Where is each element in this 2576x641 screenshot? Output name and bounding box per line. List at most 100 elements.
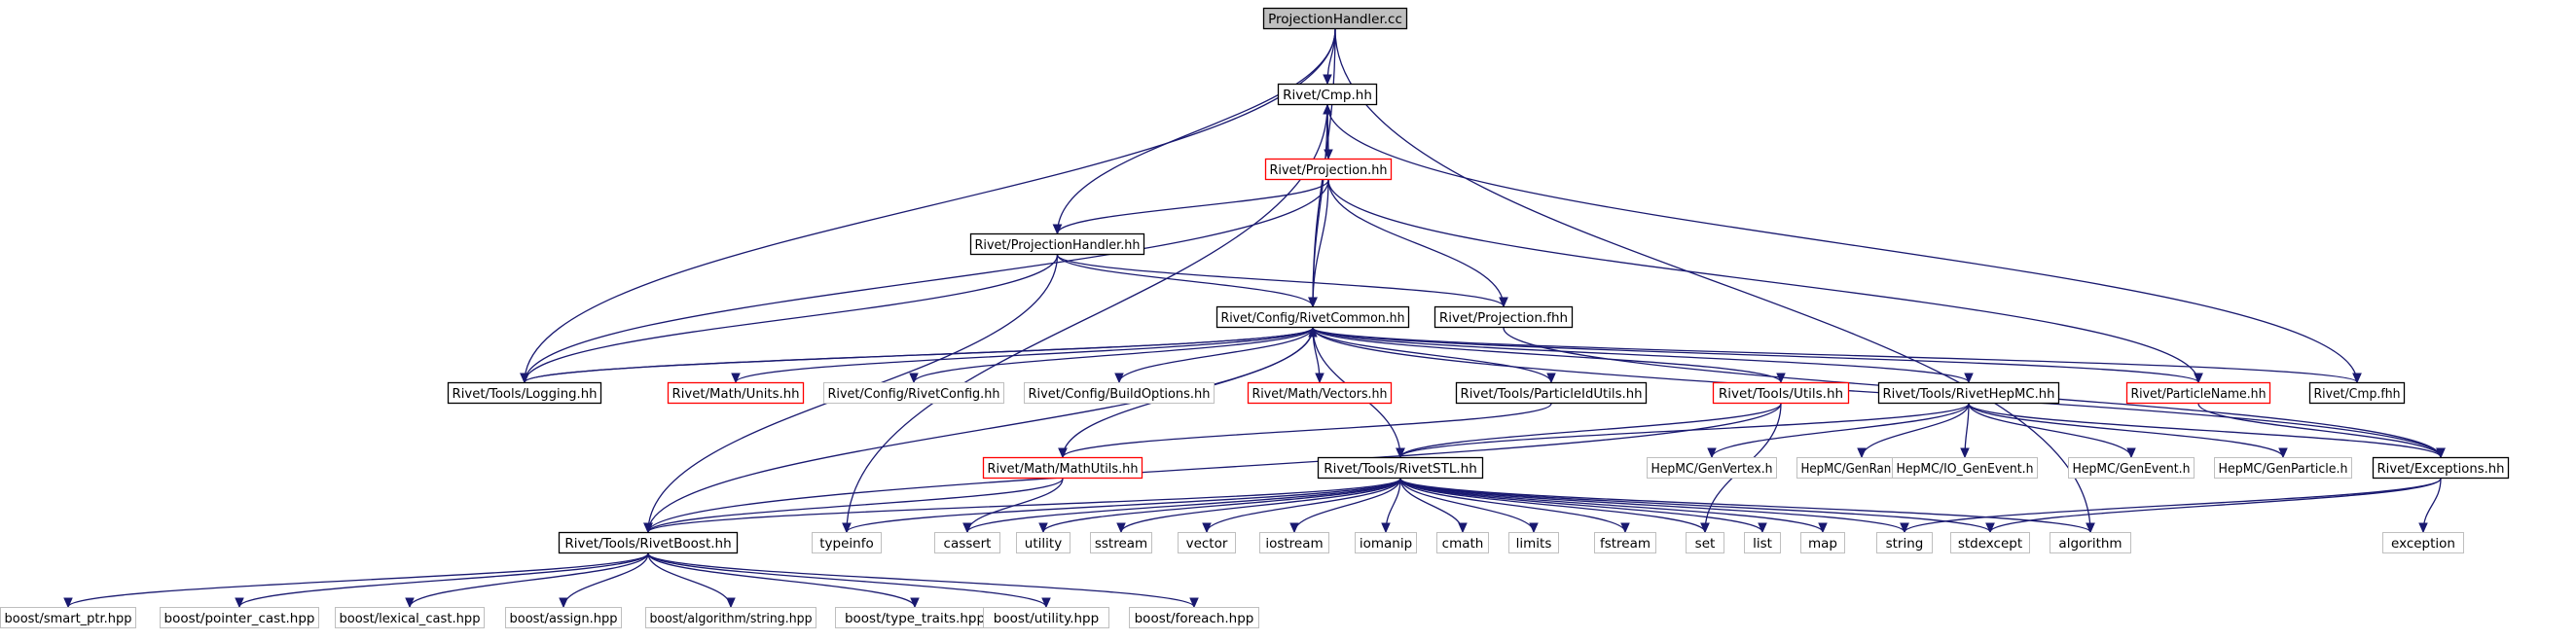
node-cmp-hh[interactable]: Rivet/Cmp.hh	[1277, 83, 1378, 106]
node-label: algorithm	[2058, 536, 2122, 552]
arrowhead	[842, 522, 852, 534]
node-vectors-hh[interactable]: Rivet/Math/Vectors.hh	[1247, 381, 1393, 405]
node-box	[1262, 7, 1408, 30]
edge-logging-hh-to-rivetcommon-hh	[524, 326, 1318, 383]
node-label: boost/pointer_cast.hpp	[164, 611, 315, 626]
arrowhead	[1114, 373, 1124, 384]
node-box	[2308, 381, 2406, 405]
arrowhead	[1116, 522, 1126, 534]
node-rivetboost-hh[interactable]: Rivet/Tools/RivetBoost.hh	[558, 531, 739, 554]
node-label: string	[1886, 536, 1924, 552]
arrowhead	[1499, 297, 1508, 308]
edge-rivethepmc-hh-to-genvertex-h	[1707, 403, 1970, 459]
arrowhead	[1620, 522, 1630, 534]
node-label: Rivet/ProjectionHandler.hh	[975, 237, 1141, 253]
node-label: HepMC/GenEvent.h	[2073, 461, 2191, 477]
edge-utils-hh-to-rivetboost-hh	[643, 403, 1782, 534]
edge-projection-hh-to-particlename-hh	[1327, 179, 2203, 384]
node-label: iostream	[1265, 536, 1323, 552]
edge-particlename-hh-to-exceptions-hh	[2197, 403, 2446, 459]
node-projectionhandler-cc[interactable]: ProjectionHandler.cc	[1262, 7, 1408, 30]
node-label: boost/algorithm/string.hpp	[650, 611, 813, 626]
arrowhead	[1381, 522, 1391, 534]
node-projectionhandler-hh[interactable]: Rivet/ProjectionHandler.hh	[969, 232, 1145, 256]
node-cmp-fhh[interactable]: Rivet/Cmp.fhh	[2308, 381, 2406, 405]
arrowhead	[1189, 597, 1199, 609]
node-box	[1355, 532, 1417, 553]
edge-rivetstl-hh-to-limits	[1399, 478, 1539, 534]
node-mathutils-hh[interactable]: Rivet/Math/MathUtils.hh	[982, 456, 1143, 480]
node-assign-hpp: boost/assign.hpp	[505, 607, 622, 628]
node-utils-hh[interactable]: Rivet/Tools/Utils.hh	[1712, 381, 1850, 405]
edge-rivetstl-hh-to-sstream	[1116, 478, 1401, 534]
node-label: Rivet/Math/MathUtils.hh	[988, 461, 1139, 477]
node-pointer-cast-hpp: boost/pointer_cast.hpp	[160, 607, 319, 628]
node-box	[2125, 381, 2271, 405]
edge-rivetboost-hh-to-pointer-cast-hpp	[235, 552, 649, 609]
edge-rivetboost-hh-to-assign-hpp	[559, 552, 649, 609]
node-box	[558, 531, 739, 554]
arrowhead	[731, 373, 741, 384]
edge-projection-hh-to-rivetcommon-hh	[1308, 179, 1329, 308]
edge-rivetstl-hh-to-rivetboost-hh	[643, 478, 1401, 534]
node-projection-hh[interactable]: Rivet/Projection.hh	[1264, 158, 1393, 181]
node-map: map	[1800, 532, 1845, 553]
node-label: Rivet/Cmp.fhh	[2314, 386, 2401, 402]
arrowhead	[2418, 522, 2428, 534]
node-label: Rivet/Tools/RivetSTL.hh	[1324, 461, 1477, 477]
node-limits: limits	[1508, 532, 1559, 553]
edge-rivetstl-hh-to-cmath	[1399, 478, 1468, 534]
node-iomanip: iomanip	[1355, 532, 1417, 553]
node-units-hh[interactable]: Rivet/Math/Units.hh	[667, 381, 805, 405]
node-label: boost/type_traits.hpp	[845, 611, 985, 626]
arrowhead	[1396, 447, 1405, 459]
arrowhead	[2352, 373, 2362, 384]
arrowhead	[1052, 224, 1063, 235]
arrowhead	[1041, 597, 1051, 609]
node-rivetcommon-hh[interactable]: Rivet/Config/RivetCommon.hh	[1215, 305, 1410, 329]
node-rivethepmc-hh[interactable]: Rivet/Tools/RivetHepMC.hh	[1877, 381, 2060, 405]
edge-rivetstl-hh-to-list	[1399, 478, 1767, 534]
node-label: boost/utility.hpp	[994, 611, 1099, 626]
edge-rivetstl-hh-to-iostream	[1289, 478, 1401, 534]
arrowhead	[962, 522, 972, 534]
node-box	[969, 232, 1145, 256]
arrowhead	[1857, 447, 1867, 459]
node-box	[1876, 532, 1933, 553]
node-box	[0, 607, 136, 628]
node-lexical-cast-hpp: boost/lexical_cast.hpp	[335, 607, 485, 628]
arrowhead	[1900, 522, 1909, 534]
arrowhead	[1776, 373, 1786, 384]
node-box	[447, 381, 602, 405]
edge-particleidutils-hh-to-mathutils-hh	[1058, 403, 1552, 459]
arrowhead	[910, 597, 920, 609]
edge-rivetstl-hh-to-cassert	[962, 478, 1401, 534]
node-box	[1712, 381, 1850, 405]
node-label: boost/smart_ptr.hpp	[5, 611, 132, 626]
node-exception: exception	[2382, 532, 2464, 553]
arrowhead	[1458, 522, 1468, 534]
node-box	[667, 381, 805, 405]
arrowhead	[405, 597, 415, 609]
edge-rivetcommon-hh-to-rivetconfig-hh	[909, 327, 1314, 384]
node-label: Rivet/ParticleName.hh	[2131, 386, 2267, 402]
arrowhead	[2278, 447, 2288, 459]
node-exceptions-hh[interactable]: Rivet/Exceptions.hh	[2372, 456, 2510, 480]
arrowhead	[643, 522, 653, 534]
node-projection-fhh[interactable]: Rivet/Projection.fhh	[1433, 305, 1574, 329]
arrowhead	[520, 373, 529, 384]
edge-rivethepmc-hh-to-genevent-h	[1968, 403, 2136, 459]
arrowhead	[1529, 522, 1539, 534]
node-rivetstl-hh[interactable]: Rivet/Tools/RivetSTL.hh	[1317, 456, 1484, 480]
node-box	[2382, 532, 2464, 553]
arrowhead	[2436, 447, 2446, 459]
node-string: string	[1876, 532, 1933, 553]
node-label: vector	[1186, 536, 1228, 552]
node-label: set	[1695, 536, 1716, 552]
arrowhead	[1323, 103, 1332, 115]
node-logging-hh[interactable]: Rivet/Tools/Logging.hh	[447, 381, 602, 405]
node-label: list	[1753, 536, 1772, 552]
node-particlename-hh[interactable]: Rivet/ParticleName.hh	[2125, 381, 2271, 405]
node-particleidutils-hh[interactable]: Rivet/Tools/ParticleIdUtils.hh	[1455, 381, 1648, 405]
